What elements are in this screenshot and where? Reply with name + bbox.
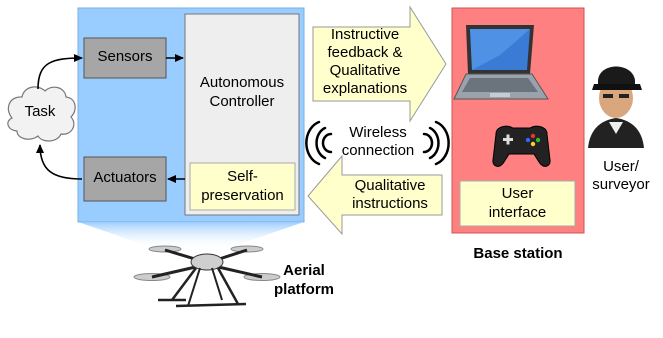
wireless-left-icon bbox=[305, 120, 333, 166]
user-label-line1: User/ bbox=[603, 158, 639, 175]
actuators-label: Actuators bbox=[93, 169, 157, 186]
aerial-platform-label-line1: Aerial bbox=[283, 262, 325, 279]
wireless-label-line1: Wireless bbox=[349, 124, 407, 141]
self-preservation-label-line1: Self- bbox=[227, 168, 258, 185]
instructions-label-line1: Qualitative bbox=[354, 177, 426, 194]
instructions-label-line2: instructions bbox=[352, 195, 428, 212]
wireless-label-line2: connection bbox=[341, 142, 415, 159]
drone-icon bbox=[133, 245, 281, 308]
task-cloud bbox=[7, 86, 76, 142]
feedback-label-line3: Qualitative bbox=[329, 62, 401, 79]
wireless-right-icon bbox=[422, 120, 450, 166]
feedback-label-line2: feedback & bbox=[327, 44, 403, 61]
sensors-label: Sensors bbox=[97, 48, 153, 65]
aerial-platform-label-line2: platform bbox=[274, 281, 334, 298]
feedback-label-line4: explanations bbox=[322, 80, 408, 97]
self-preservation-box bbox=[189, 162, 296, 211]
self-preservation-label-line2: preservation bbox=[201, 187, 284, 204]
user-icon bbox=[588, 66, 644, 148]
feedback-arrow bbox=[312, 5, 447, 123]
user-label-line2: surveyor bbox=[592, 176, 650, 193]
platform-beam bbox=[78, 222, 304, 250]
gamepad-icon bbox=[492, 125, 551, 167]
instructions-arrow bbox=[307, 154, 443, 236]
actuators-box bbox=[83, 156, 167, 202]
user-interface-label-line1: User bbox=[501, 185, 534, 202]
user-interface-box bbox=[459, 180, 576, 227]
feedback-label-line1: Instructive bbox=[330, 26, 400, 43]
laptop-icon bbox=[453, 25, 549, 100]
sensors-box bbox=[83, 37, 167, 79]
controller-label-line2: Controller bbox=[209, 93, 275, 110]
actuators-to-task-arrow bbox=[36, 144, 83, 180]
user-interface-label-line2: interface bbox=[488, 204, 547, 221]
base-station-label: Base station bbox=[473, 245, 563, 262]
task-label: Task bbox=[24, 103, 56, 120]
controller-label-line1: Autonomous bbox=[199, 74, 285, 91]
task-to-sensors-arrow bbox=[37, 54, 83, 90]
